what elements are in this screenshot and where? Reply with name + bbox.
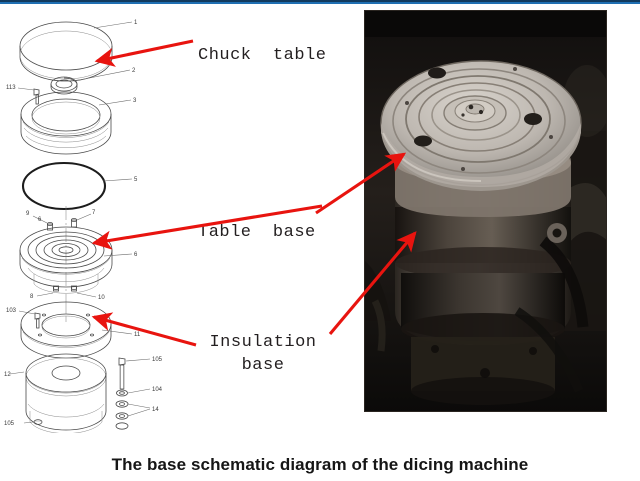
part-7-pin: 7	[71, 210, 96, 228]
svg-text:105: 105	[152, 357, 163, 363]
part-6-table-base-body: 6	[19, 226, 138, 294]
dicing-machine-photo	[364, 10, 607, 412]
svg-text:1: 1	[134, 20, 138, 26]
svg-text:103: 103	[6, 308, 17, 314]
svg-text:3: 3	[133, 98, 137, 104]
svg-text:2: 2	[132, 68, 136, 74]
svg-text:10: 10	[98, 295, 105, 301]
svg-text:6: 6	[38, 217, 42, 223]
svg-text:113: 113	[6, 85, 16, 91]
callout-label-table-base: Table base	[198, 223, 316, 242]
svg-text:7: 7	[92, 210, 96, 216]
callout-label-chuck-table: Chuck table	[198, 46, 327, 65]
part-105-lower-bolt-head: 105	[4, 419, 43, 427]
callout-label-insulation-base: Insulation base	[198, 332, 328, 378]
top-accent-rule	[0, 0, 640, 4]
svg-text:14: 14	[152, 407, 159, 413]
part-9-pin: 9	[26, 211, 54, 231]
exploded-assembly-drawing: 1 2 113	[4, 8, 184, 433]
part-14-washers: 14	[115, 400, 159, 430]
insulation-label-line1: Insulation	[209, 333, 317, 352]
part-8-pin: 8	[30, 285, 60, 300]
svg-text:6: 6	[134, 252, 138, 258]
svg-text:12: 12	[4, 372, 11, 378]
part-105-long-bolt: 105	[118, 357, 163, 390]
part-104-spacer: 104	[116, 387, 163, 397]
part-5-o-ring: 5	[21, 161, 138, 211]
svg-text:8: 8	[30, 294, 34, 300]
insulation-label-line2: base	[241, 355, 285, 375]
part-2-small-ring: 2	[50, 68, 136, 95]
svg-text:105: 105	[4, 421, 15, 427]
top-accent-rule-dark	[0, 0, 640, 2]
part-113-screw: 113	[6, 85, 40, 105]
slide-caption: The base schematic diagram of the dicing…	[111, 455, 529, 474]
part-12-cylindrical-housing: 12	[4, 353, 107, 433]
part-11-insulation-base-plate: 11	[20, 301, 141, 359]
svg-text:9: 9	[26, 211, 30, 217]
svg-text:11: 11	[134, 332, 141, 338]
part-10-pin: 10	[71, 285, 105, 301]
part-3-chuck-ring-base: 3	[20, 91, 137, 155]
svg-text:104: 104	[152, 387, 163, 393]
svg-text:5: 5	[134, 177, 138, 183]
